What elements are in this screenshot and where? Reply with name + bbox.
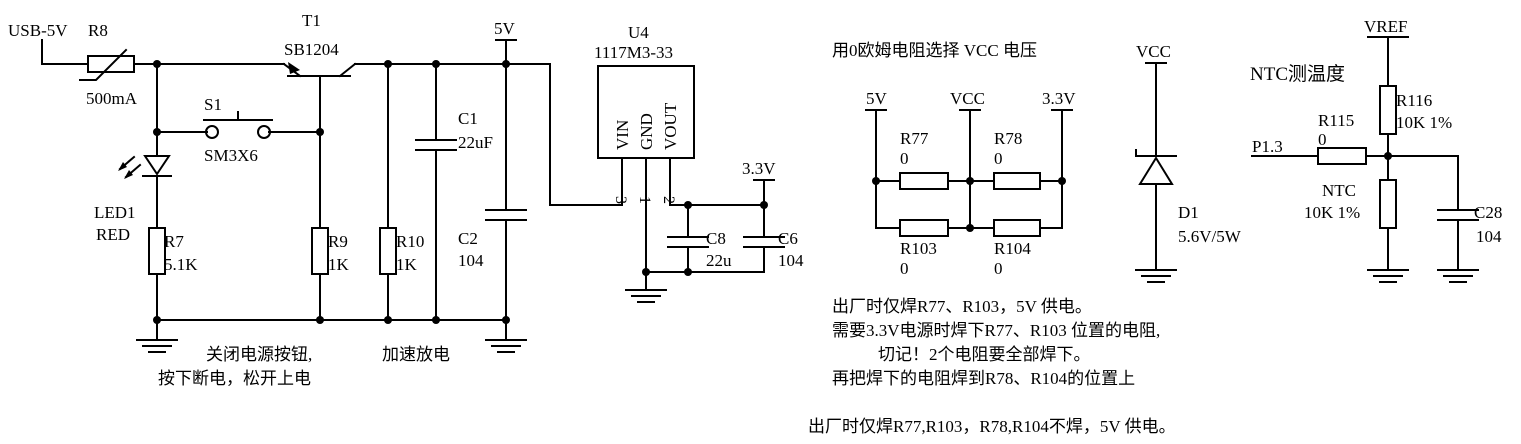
label-r10: R10 [396,232,424,251]
label-r115: R115 [1318,111,1354,130]
junctions-input [153,60,510,324]
label-ntc: NTC [1322,181,1356,200]
note-5: 出厂时仅焊R77,R103，R78,R104不焊，5V 供电。 [808,417,1176,436]
label-r116: R116 [1396,91,1432,110]
r10-resistor [379,227,397,275]
d1-zener [1135,62,1177,283]
note-2: 需要3.3V电源时焊下R77、R103 位置的电阻, [832,321,1160,340]
label-pin1: 1 [636,196,653,204]
label-d1: D1 [1178,203,1199,222]
note-discharge: 加速放电 [382,345,450,364]
label-led1-val: RED [96,225,130,244]
label-vref: VREF [1364,17,1407,36]
label-r104: R104 [994,239,1031,258]
label-r116-val: 10K 1% [1396,113,1452,132]
t1-transistor [282,62,357,78]
ntc-labels: VREF NTC测温度 R116 10K 1% R115 0 P1.3 NTC … [1250,17,1502,246]
label-r7-val: 5.1K [164,255,198,274]
label-r115-val: 0 [1318,130,1327,149]
label-r104-val: 0 [994,259,1003,278]
note-switch-2: 按下断电，松开上电 [158,369,311,388]
label-sel-33v: 3.3V [1042,89,1076,108]
c1-capacitor [415,139,457,151]
vcc-select-network [865,109,1073,237]
label-ntc-title: NTC测温度 [1250,63,1345,85]
label-t1-val: SB1204 [284,40,339,59]
s1-button [203,111,273,139]
label-c6: C6 [778,229,798,248]
d1-labels: VCC D1 5.6V/5W [1136,42,1242,246]
label-usb: USB-5V [8,21,68,40]
label-t1: T1 [302,11,321,30]
label-sel-title: 用0欧姆电阻选择 VCC 电压 [832,41,1037,60]
label-c1: C1 [458,109,478,128]
label-r103: R103 [900,239,937,258]
ground-symbol-2 [485,339,527,353]
label-s1-val: SM3X6 [204,146,258,165]
label-r10-val: 1K [396,255,418,274]
note-switch-1: 关闭电源按钮, [206,345,312,364]
label-ntc-val: 10K 1% [1304,203,1360,222]
vcc-select-labels: 用0欧姆电阻选择 VCC 电压 5V VCC 3.3V R77 0 R78 0 … [832,41,1076,278]
label-sel-5v: 5V [866,89,888,108]
label-pin2: 2 [660,196,677,204]
label-p13: P1.3 [1252,137,1283,156]
label-u4-vout: VOUT [661,102,680,150]
label-d1-vcc: VCC [1136,42,1171,61]
label-c2: C2 [458,229,478,248]
label-s1: S1 [204,95,222,114]
label-r77: R77 [900,129,929,148]
r7-resistor [148,227,166,275]
label-c2-val: 104 [458,251,484,270]
label-u4-vin: VIN [613,120,632,150]
label-r8: R8 [88,21,108,40]
label-u4-gnd: GND [637,113,656,150]
label-33v-net: 3.3V [742,159,776,178]
label-led1: LED1 [94,203,136,222]
note-1: 出厂时仅焊R77、R103，5V 供电。 [832,297,1092,316]
label-r8-val: 500mA [86,89,138,108]
note-4: 再把焊下的电阻焊到R78、R104的位置上 [832,369,1135,388]
r9-resistor [311,227,329,275]
led1-diode [118,155,172,179]
ground-symbol-1 [136,339,178,353]
label-c1-val: 22uF [458,133,493,152]
label-c28: C28 [1474,203,1502,222]
c2-capacitor [485,209,527,221]
regulator-labels: U4 1117M3-33 VIN GND VOUT 3 1 2 3.3V C8 … [594,23,804,270]
notes: 出厂时仅焊R77、R103，5V 供电。 需要3.3V电源时焊下R77、R103… [808,297,1176,436]
input-wires [41,39,623,341]
label-5v-net: 5V [494,19,516,38]
label-c8: C8 [706,229,726,248]
label-u4-val: 1117M3-33 [594,43,673,62]
label-r78-val: 0 [994,149,1003,168]
note-3: 切记！2个电阻要全部焊下。 [878,345,1091,364]
input-labels: USB-5V R8 500mA T1 SB1204 S1 SM3X6 LED1 … [8,11,516,388]
r8-polyfuse [79,48,135,81]
label-u4: U4 [628,23,649,42]
ntc-section [1251,36,1479,283]
u4-regulator [597,65,785,303]
label-r9-val: 1K [328,255,350,274]
label-d1-val: 5.6V/5W [1178,227,1242,246]
label-r78: R78 [994,129,1022,148]
label-pin3: 3 [612,196,629,204]
label-c28-val: 104 [1476,227,1502,246]
label-c8-val: 22u [706,251,732,270]
label-c6-val: 104 [778,251,804,270]
label-r103-val: 0 [900,259,909,278]
label-r7: R7 [164,232,184,251]
label-sel-vcc: VCC [950,89,985,108]
label-r9: R9 [328,232,348,251]
label-r77-val: 0 [900,149,909,168]
